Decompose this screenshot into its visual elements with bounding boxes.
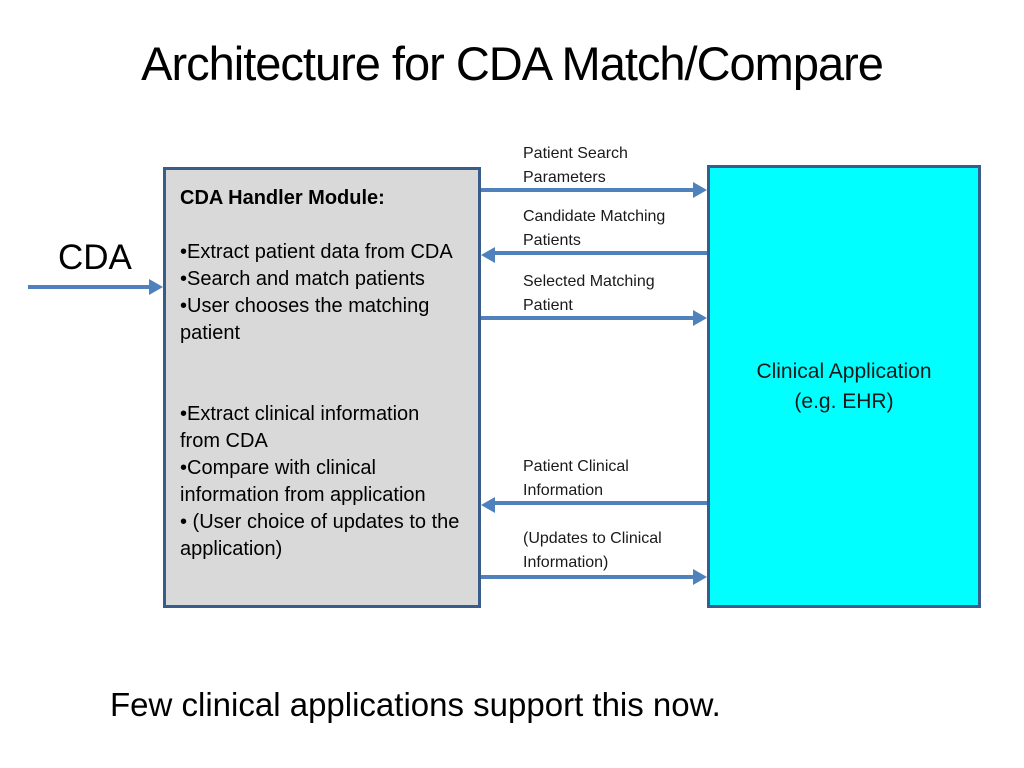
cda-handler-module-box: CDA Handler Module: •Extract patient dat… bbox=[163, 167, 481, 608]
bullet-item: •Compare with clinical information from … bbox=[180, 457, 426, 506]
handler-box-title: CDA Handler Module: bbox=[180, 187, 385, 209]
cda-input-label: CDA bbox=[58, 238, 132, 277]
clinical-application-box: Clinical Application (e.g. EHR) bbox=[707, 165, 981, 608]
slide-title: Architecture for CDA Match/Compare bbox=[141, 37, 884, 90]
cda-arrow-line bbox=[28, 285, 149, 289]
flow-arrow-line bbox=[495, 251, 707, 255]
flow-label-patient-search-parameters: Patient Search Parameters bbox=[523, 145, 628, 186]
flow-arrow-line bbox=[481, 188, 693, 192]
flow-arrowhead bbox=[693, 182, 707, 198]
flow-arrowhead bbox=[693, 310, 707, 326]
flow-arrowhead bbox=[481, 247, 495, 263]
handler-bullets-bottom: •Extract clinical information from CDA •… bbox=[180, 401, 462, 563]
flow-arrow-line bbox=[481, 575, 693, 579]
flow-label-updates-to-clinical-information: (Updates to Clinical Information) bbox=[523, 530, 662, 571]
flow-arrow-line bbox=[495, 501, 707, 505]
flow-label-selected-matching-patient: Selected Matching Patient bbox=[523, 273, 655, 314]
cda-arrowhead bbox=[149, 279, 163, 295]
clinical-box-line1: Clinical Application bbox=[756, 359, 932, 383]
bullet-item: •User chooses the matching patient bbox=[180, 295, 430, 344]
bullet-item: •Extract patient data from CDA bbox=[180, 241, 453, 263]
flow-label-patient-clinical-information: Patient Clinical Information bbox=[523, 458, 629, 499]
bullet-item: •Extract clinical information from CDA bbox=[180, 403, 420, 452]
bullet-item: •Search and match patients bbox=[180, 268, 425, 290]
flow-arrow-line bbox=[481, 316, 693, 320]
flow-arrowhead bbox=[693, 569, 707, 585]
footer-note: Few clinical applications support this n… bbox=[110, 686, 721, 723]
bullet-item: • (User choice of updates to the applica… bbox=[180, 511, 460, 560]
flow-arrowhead bbox=[481, 497, 495, 513]
handler-bullets-top: •Extract patient data from CDA •Search a… bbox=[180, 239, 462, 347]
clinical-box-line2: (e.g. EHR) bbox=[794, 389, 894, 413]
flow-label-candidate-matching-patients: Candidate Matching Patients bbox=[523, 208, 666, 249]
